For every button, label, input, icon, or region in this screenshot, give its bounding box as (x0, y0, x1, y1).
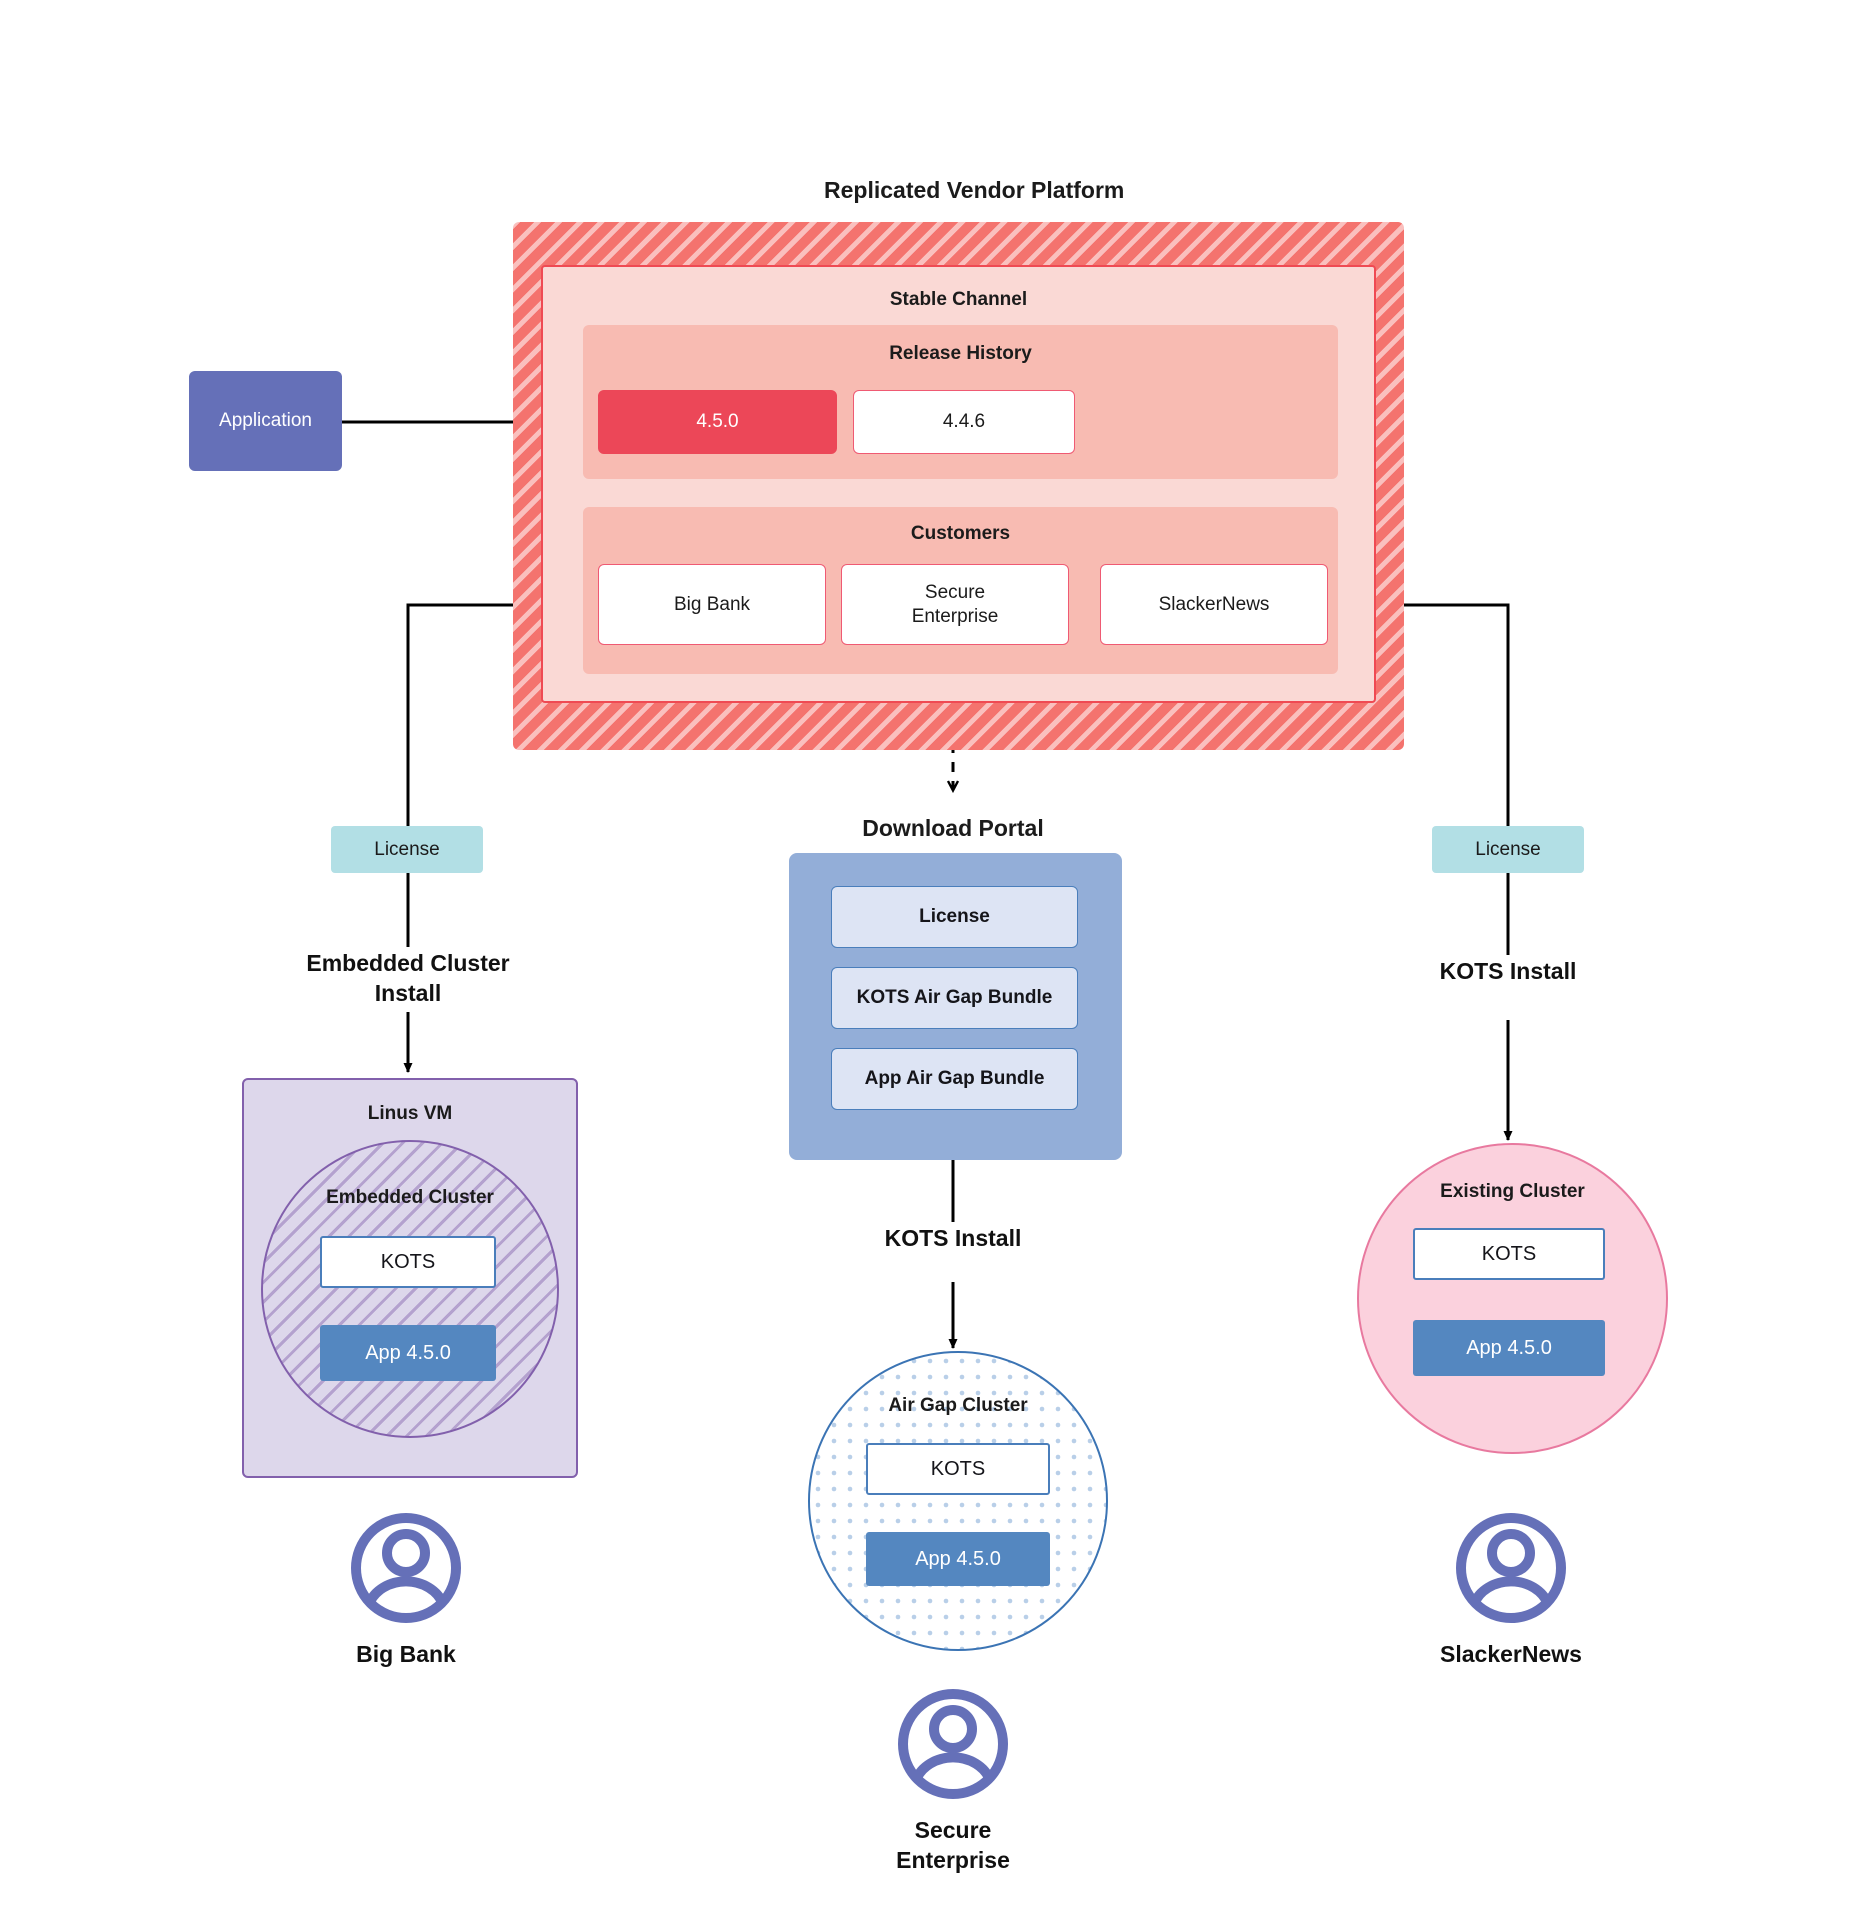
customers-title: Customers (910, 523, 1011, 545)
release-version-text: 4.5.0 (696, 411, 739, 433)
avatar-big-bank (350, 1512, 462, 1624)
customer-card-slackernews[interactable]: SlackerNews (1100, 564, 1328, 645)
portal-item-label: KOTS Air Gap Bundle (856, 987, 1053, 1009)
license-chip-left[interactable]: License (331, 826, 483, 873)
user-icon (1456, 1513, 1566, 1623)
customer-card-big-bank[interactable]: Big Bank (598, 564, 826, 645)
kots-box-embedded[interactable]: KOTS (320, 1236, 496, 1288)
portal-item-label: License (919, 906, 990, 928)
edge-label-text: Embedded Cluster Install (306, 950, 510, 1006)
edge-label-text: KOTS Install (1439, 958, 1577, 985)
person-label-text: SlackerNews (1440, 1641, 1582, 1668)
app-version-box-embedded[interactable]: App 4.5.0 (320, 1325, 496, 1381)
platform-title-text: Replicated Vendor Platform (824, 176, 1125, 203)
application-label: Application (219, 410, 312, 432)
existing-cluster-title-text: Existing Cluster (1440, 1181, 1585, 1203)
release-history-title: Release History (889, 343, 1032, 365)
app-version-box-airgap[interactable]: App 4.5.0 (866, 1532, 1050, 1586)
existing-cluster-title: Existing Cluster (1357, 1178, 1668, 1206)
download-portal-title-text: Download Portal (862, 814, 1044, 841)
kots-label: KOTS (930, 1457, 986, 1480)
license-label: License (374, 838, 440, 860)
customer-name-text: Secure Enterprise (911, 581, 999, 627)
embedded-cluster-circle (261, 1140, 559, 1438)
edge-label-kots-install-middle: KOTS Install (828, 1222, 1078, 1256)
kots-label: KOTS (380, 1250, 436, 1273)
page-title: Replicated Vendor Platform (513, 175, 1851, 205)
avatar-slackernews (1455, 1512, 1567, 1624)
customer-name-text: SlackerNews (1158, 593, 1270, 615)
embedded-cluster-title-text: Embedded Cluster (326, 1187, 494, 1209)
release-card-current[interactable]: 4.5.0 (598, 390, 837, 454)
air-gap-cluster-circle (808, 1351, 1108, 1651)
download-portal-title: Download Portal (800, 812, 1106, 844)
portal-item-kots-air-gap-bundle[interactable]: KOTS Air Gap Bundle (831, 967, 1078, 1029)
linux-vm-title: Linus VM (367, 1103, 453, 1125)
app-version-label: App 4.5.0 (915, 1547, 1001, 1570)
person-label-secure-enterprise: Secure Enterprise (833, 1816, 1073, 1884)
kots-box-existing[interactable]: KOTS (1413, 1228, 1605, 1280)
person-label-text: Big Bank (356, 1641, 456, 1668)
embedded-cluster-title: Embedded Cluster (261, 1184, 559, 1212)
portal-item-label: App Air Gap Bundle (864, 1068, 1045, 1090)
kots-box-airgap[interactable]: KOTS (866, 1443, 1050, 1495)
edge-label-text: KOTS Install (884, 1225, 1022, 1252)
portal-item-license[interactable]: License (831, 886, 1078, 948)
license-label: License (1475, 838, 1541, 860)
release-version-text: 4.4.6 (942, 411, 986, 433)
air-gap-cluster-title: Air Gap Cluster (808, 1392, 1108, 1420)
kots-label: KOTS (1481, 1242, 1537, 1265)
existing-cluster-circle (1357, 1143, 1668, 1454)
release-card-previous[interactable]: 4.4.6 (853, 390, 1075, 454)
portal-item-app-air-gap-bundle[interactable]: App Air Gap Bundle (831, 1048, 1078, 1110)
person-label-text: Secure Enterprise (896, 1817, 1010, 1873)
user-icon (351, 1513, 461, 1623)
person-label-slackernews: SlackerNews (1391, 1638, 1631, 1672)
person-label-big-bank: Big Bank (286, 1638, 526, 1672)
license-chip-right[interactable]: License (1432, 826, 1584, 873)
avatar-secure-enterprise (897, 1688, 1009, 1800)
air-gap-cluster-title-text: Air Gap Cluster (888, 1395, 1028, 1417)
app-version-box-existing[interactable]: App 4.5.0 (1413, 1320, 1605, 1376)
stable-channel-title: Stable Channel (889, 289, 1028, 311)
customer-card-secure-enterprise[interactable]: Secure Enterprise (841, 564, 1069, 645)
app-version-label: App 4.5.0 (1466, 1336, 1552, 1359)
user-icon (898, 1689, 1008, 1799)
application-box[interactable]: Application (189, 371, 342, 471)
app-version-label: App 4.5.0 (365, 1341, 451, 1364)
customer-name-text: Big Bank (673, 593, 751, 615)
edge-label-embedded-cluster-install: Embedded Cluster Install (258, 948, 558, 1010)
edge-label-kots-install-right: KOTS Install (1383, 955, 1633, 989)
